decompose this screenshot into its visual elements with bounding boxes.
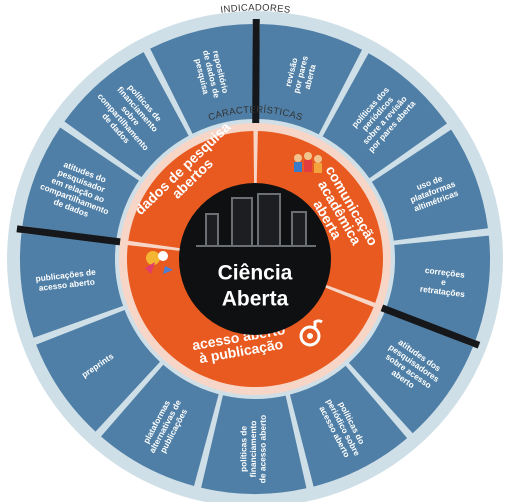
indicators-ring-label: INDICADORES — [220, 2, 291, 16]
data-splash-icon — [145, 251, 173, 274]
indicator-line: políticas de — [239, 426, 249, 472]
indicator-segment-publicacoes-acesso-aberto — [19, 233, 124, 338]
indicator-segment-preprints — [36, 310, 160, 432]
indicator-segment-repositorio-dados-pesquisa — [150, 24, 254, 134]
indicator-label-revisao-por-pares-aberta: revisãopor paresaberta — [282, 52, 320, 96]
indicator-line: financiamento — [248, 421, 258, 478]
indicator-segment-plataformas-alternativas — [101, 364, 219, 486]
open-lock-icon — [299, 319, 323, 347]
indicator-label-politicas-financiamento-acesso: políticas definanciamentode acesso abert… — [238, 415, 268, 484]
indicator-label-repositorio-dados-pesquisa: repositóriode dados depesquisa — [191, 47, 231, 102]
indicator-line: de acesso aberto — [258, 415, 268, 483]
indicator-segment-correcoes-retratacoes — [386, 235, 490, 341]
indicator-segment-politicas-periodicos-revisao — [322, 53, 447, 179]
center-title-line-2: Aberta — [222, 288, 289, 311]
doors-icon — [196, 193, 316, 247]
center-circle — [179, 183, 331, 335]
indicator-segment-politicas-financiamento-acesso — [201, 395, 307, 494]
indicator-line: e — [441, 277, 447, 288]
indicator-segment-atitudes-pesquisador-compartilhamento — [22, 127, 139, 240]
indicator-segment-politicas-financiamento-compartilhamento — [64, 52, 189, 178]
center-title-line-1: Ciência — [218, 262, 293, 285]
indicator-segment-politicas-periodico-acesso — [289, 365, 408, 487]
indicator-segment-revisao-por-pares-aberta — [257, 24, 363, 135]
people-icon — [294, 152, 322, 173]
indicator-segment-atitudes-pesquisadores-acesso — [348, 311, 473, 434]
indicator-segment-uso-plataformas-altimetricas — [371, 129, 488, 241]
